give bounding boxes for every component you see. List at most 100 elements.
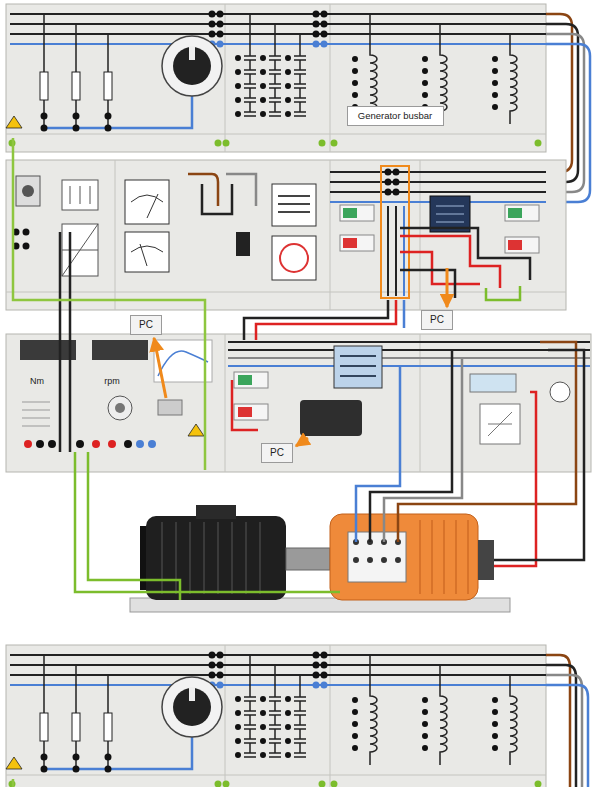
excitation-symbol — [480, 404, 520, 444]
on-button — [238, 375, 252, 385]
node-text: Generator busbar — [358, 110, 432, 121]
generator-fins — [420, 520, 468, 594]
off-button — [508, 240, 522, 250]
black-cable — [400, 228, 530, 280]
red-cable — [494, 392, 536, 566]
symbol-lines — [488, 412, 512, 436]
black-cable — [202, 184, 232, 214]
on-button — [508, 208, 522, 218]
knob-center — [115, 403, 125, 413]
selector-switch — [236, 232, 250, 256]
generator-busbar-outline — [381, 166, 409, 298]
breaker-panel — [340, 235, 374, 251]
bottom-load-panel — [6, 645, 546, 787]
breaker-panel — [505, 205, 539, 221]
earth-cable — [13, 138, 205, 470]
generator-end-cap — [478, 540, 494, 580]
terminal-dot — [356, 542, 398, 560]
busbar-label-box: Generator busbar — [347, 106, 444, 126]
shaft-coupling — [286, 548, 330, 570]
contactor-symbol — [62, 180, 98, 210]
breaker-panel — [234, 372, 268, 388]
warning-sign — [188, 424, 204, 436]
phase-busbar — [228, 342, 590, 350]
neutral-busbar — [228, 365, 590, 367]
setpoint-knob — [108, 396, 132, 420]
data-link-arrow — [446, 268, 449, 307]
red-cable — [400, 252, 480, 284]
breaker-panel — [340, 205, 374, 221]
node-text: PC — [270, 447, 284, 459]
panel-frame — [6, 160, 566, 310]
meter-needle — [131, 244, 163, 266]
blue-cable — [403, 300, 406, 328]
data-link-arrow — [154, 338, 166, 398]
breaker-panel — [505, 237, 539, 253]
synchroscope-dial — [280, 244, 308, 272]
speed-display — [92, 340, 148, 360]
brown-cable — [398, 342, 576, 542]
red-cable — [400, 236, 500, 288]
data-link-arrow — [296, 438, 308, 446]
analog-meter — [125, 180, 169, 224]
meter-reeds — [278, 196, 310, 212]
red-cable — [256, 300, 396, 340]
earth-cable — [88, 452, 180, 600]
socket-dot — [16, 232, 26, 246]
frequency-meter — [272, 184, 316, 226]
analog-meter — [125, 232, 169, 272]
module-divider — [225, 334, 420, 472]
synchronous-generator — [330, 514, 478, 600]
panel-frame — [6, 334, 591, 472]
red-cable — [232, 380, 258, 430]
grey-cable — [546, 675, 582, 787]
black-cable — [370, 350, 452, 542]
brown-cable — [546, 14, 572, 172]
laptop-icon — [158, 400, 182, 415]
black-cable — [244, 300, 388, 340]
earth-cable — [486, 286, 520, 300]
unit-label: rpm — [102, 376, 122, 386]
converter-symbol — [62, 224, 98, 276]
synchroscope — [272, 236, 316, 280]
servo-motor — [146, 516, 286, 600]
pc-box: PC — [261, 443, 293, 463]
mode-list — [22, 402, 50, 426]
meter-readout — [340, 356, 376, 376]
contactor-contacts — [70, 186, 90, 204]
module-divider — [6, 160, 566, 310]
blue-cable — [356, 366, 400, 542]
power-meter — [334, 346, 382, 388]
torque-display — [20, 340, 76, 360]
converter-diagonal — [62, 224, 98, 276]
blue-cable — [546, 685, 588, 787]
display-lines — [436, 206, 464, 222]
meter-needle — [131, 194, 163, 218]
black-cable — [546, 665, 576, 787]
dial — [550, 382, 570, 402]
motor-terminal-box — [196, 505, 236, 519]
graph-curve — [158, 351, 208, 376]
black-cable — [60, 232, 70, 452]
phase-busbar — [330, 172, 546, 192]
unit-label: Nm — [28, 376, 46, 386]
busbar-link — [388, 206, 396, 296]
top-load-panel — [6, 4, 546, 152]
phase-busbar — [228, 357, 590, 359]
grey-cable — [226, 174, 256, 206]
black-cable — [546, 24, 578, 182]
pc-box: PC — [421, 310, 453, 330]
main-switch — [16, 176, 40, 206]
on-button — [343, 208, 357, 218]
motor-fins — [162, 522, 260, 594]
machine-picture — [300, 400, 362, 436]
node-text: PC — [430, 314, 444, 326]
status-display — [470, 374, 516, 392]
blue-socket — [140, 440, 152, 448]
earth-cable — [12, 779, 15, 787]
